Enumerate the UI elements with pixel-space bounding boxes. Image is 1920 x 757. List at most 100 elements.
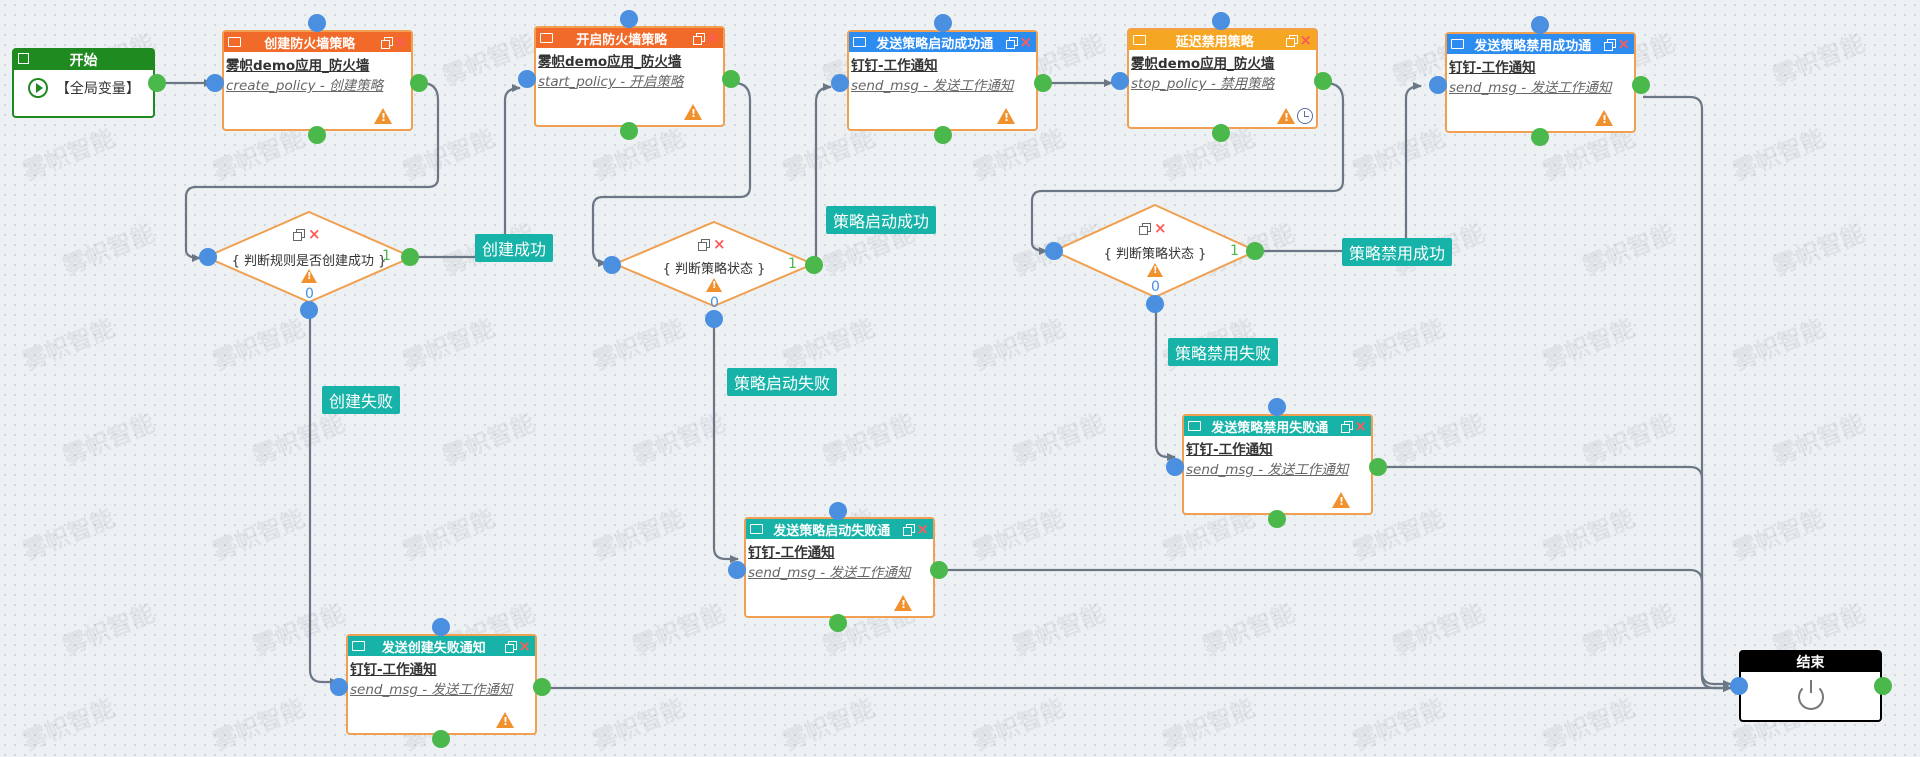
true-out-port[interactable] — [1246, 242, 1264, 260]
out-port[interactable] — [1314, 72, 1332, 90]
end-node[interactable]: 结束 — [1739, 650, 1882, 722]
node-app[interactable]: 钉钉-工作通知 — [1186, 442, 1273, 458]
copy-icon[interactable] — [505, 640, 518, 653]
node-app[interactable]: 钉钉-工作通知 — [350, 662, 437, 678]
in-port[interactable] — [308, 14, 326, 32]
out-port[interactable] — [533, 678, 551, 696]
in-port[interactable] — [1111, 72, 1129, 90]
in-port[interactable] — [1531, 16, 1549, 34]
close-icon[interactable]: × — [1354, 416, 1367, 435]
in-port[interactable] — [518, 70, 536, 88]
copy-icon[interactable] — [293, 229, 305, 241]
close-icon[interactable]: × — [713, 235, 726, 253]
in-port[interactable] — [603, 256, 621, 274]
close-icon[interactable]: × — [394, 32, 407, 51]
in-port[interactable] — [432, 618, 450, 636]
node-action[interactable]: send_msg - 发送工作通知 — [748, 565, 911, 581]
node-start-policy[interactable]: 开启防火墙策略 × 雾帜demo应用_防火墙 start_policy - 开启… — [534, 26, 725, 127]
in-port[interactable] — [330, 678, 348, 696]
node-notify-start-ok[interactable]: 发送策略启动成功通 × 钉钉-工作通知 send_msg - 发送工作通知 ! — [847, 30, 1038, 131]
decision-check-created-label[interactable]: { 判断规则是否创建成功 } — [231, 254, 387, 269]
node-notify-start-fail[interactable]: 发送策略启动失败通 × 钉钉-工作通知 send_msg - 发送工作通知 ! — [744, 517, 935, 618]
node-app[interactable]: 雾帜demo应用_防火墙 — [1131, 56, 1275, 72]
false-out-port[interactable] — [1146, 295, 1164, 313]
out-port[interactable] — [620, 122, 638, 140]
out-port[interactable] — [308, 126, 326, 144]
in-port[interactable] — [1212, 12, 1230, 30]
copy-icon[interactable] — [1006, 36, 1019, 49]
copy-icon[interactable] — [903, 523, 916, 536]
close-icon[interactable]: × — [1299, 30, 1312, 49]
close-icon[interactable]: × — [706, 28, 719, 47]
close-icon[interactable]: × — [518, 636, 531, 655]
node-create-policy[interactable]: 创建防火墙策略 × 雾帜demo应用_防火墙 create_policy - 创… — [222, 30, 413, 131]
out-port[interactable] — [432, 730, 450, 748]
out-port[interactable] — [930, 561, 948, 579]
decision-check-started-label[interactable]: { 判断策略状态 } — [662, 262, 766, 277]
end-out-port[interactable] — [1874, 677, 1892, 695]
copy-icon[interactable] — [1604, 38, 1617, 51]
in-port[interactable] — [1268, 398, 1286, 416]
node-action[interactable]: send_msg - 发送工作通知 — [851, 78, 1014, 94]
close-icon[interactable]: × — [1154, 219, 1167, 237]
true-out-port[interactable] — [805, 256, 823, 274]
close-icon[interactable]: × — [916, 519, 929, 538]
node-app[interactable]: 雾帜demo应用_防火墙 — [226, 58, 370, 74]
node-app[interactable]: 钉钉-工作通知 — [851, 58, 938, 74]
node-notify-disable-fail[interactable]: 发送策略禁用失败通 × 钉钉-工作通知 send_msg - 发送工作通知 ! — [1182, 414, 1373, 515]
in-port[interactable] — [829, 502, 847, 520]
start-node[interactable]: 开始 【全局变量】 — [12, 48, 155, 118]
out-port[interactable] — [829, 614, 847, 632]
node-app[interactable]: 钉钉-工作通知 — [748, 545, 835, 561]
out-port[interactable] — [1034, 74, 1052, 92]
in-port[interactable] — [620, 10, 638, 28]
close-icon[interactable]: × — [308, 225, 321, 243]
out-port[interactable] — [410, 74, 428, 92]
copy-icon[interactable] — [1139, 223, 1151, 235]
node-notify-disable-ok[interactable]: 发送策略禁用成功通 × 钉钉-工作通知 send_msg - 发送工作通知 ! — [1445, 32, 1636, 133]
in-port[interactable] — [1045, 242, 1063, 260]
end-in-port[interactable] — [1730, 677, 1748, 695]
out-port[interactable] — [1212, 124, 1230, 142]
in-port[interactable] — [199, 248, 217, 266]
out-port[interactable] — [1369, 458, 1387, 476]
true-out-port[interactable] — [401, 248, 419, 266]
copy-icon[interactable] — [1341, 420, 1354, 433]
node-action[interactable]: create_policy - 创建策略 — [226, 78, 384, 94]
node-app[interactable]: 钉钉-工作通知 — [1449, 60, 1536, 76]
in-port[interactable] — [831, 74, 849, 92]
node-action[interactable]: send_msg - 发送工作通知 — [350, 682, 513, 698]
in-port[interactable] — [728, 561, 746, 579]
node-stop-policy[interactable]: 延迟禁用策略 × 雾帜demo应用_防火墙 stop_policy - 禁用策略… — [1127, 28, 1318, 129]
in-port[interactable] — [206, 74, 224, 92]
out-port[interactable] — [934, 126, 952, 144]
start-out-port[interactable] — [148, 74, 166, 92]
false-out-port[interactable] — [705, 310, 723, 328]
node-action[interactable]: stop_policy - 禁用策略 — [1131, 76, 1275, 92]
node-notify-create-fail[interactable]: 发送创建失败通知 × 钉钉-工作通知 send_msg - 发送工作通知 ! — [346, 634, 537, 735]
decision-check-started-tools[interactable]: × — [698, 237, 726, 252]
in-port[interactable] — [1429, 76, 1447, 94]
in-port[interactable] — [1166, 458, 1184, 476]
node-action[interactable]: send_msg - 发送工作通知 — [1449, 80, 1612, 96]
out-port[interactable] — [1531, 128, 1549, 146]
out-port[interactable] — [722, 70, 740, 88]
decision-check-created-tools[interactable]: × — [293, 227, 321, 242]
node-app[interactable]: 雾帜demo应用_防火墙 — [538, 54, 682, 70]
node-action[interactable]: send_msg - 发送工作通知 — [1186, 462, 1349, 478]
close-icon[interactable]: × — [1019, 32, 1032, 51]
false-out-port[interactable] — [300, 301, 318, 319]
copy-icon[interactable] — [698, 239, 710, 251]
decision-check-disabled-label[interactable]: { 判断策略状态 } — [1103, 247, 1207, 262]
node-action[interactable]: start_policy - 开启策略 — [538, 74, 684, 90]
in-port[interactable] — [934, 14, 952, 32]
copy-icon[interactable] — [381, 36, 394, 49]
window-icon — [352, 641, 365, 651]
copy-icon[interactable] — [693, 32, 706, 45]
decision-check-disabled-tools[interactable]: × — [1139, 221, 1167, 236]
out-port[interactable] — [1632, 76, 1650, 94]
out-port[interactable] — [1268, 510, 1286, 528]
close-icon[interactable]: × — [1617, 34, 1630, 53]
copy-icon[interactable] — [1286, 34, 1299, 47]
